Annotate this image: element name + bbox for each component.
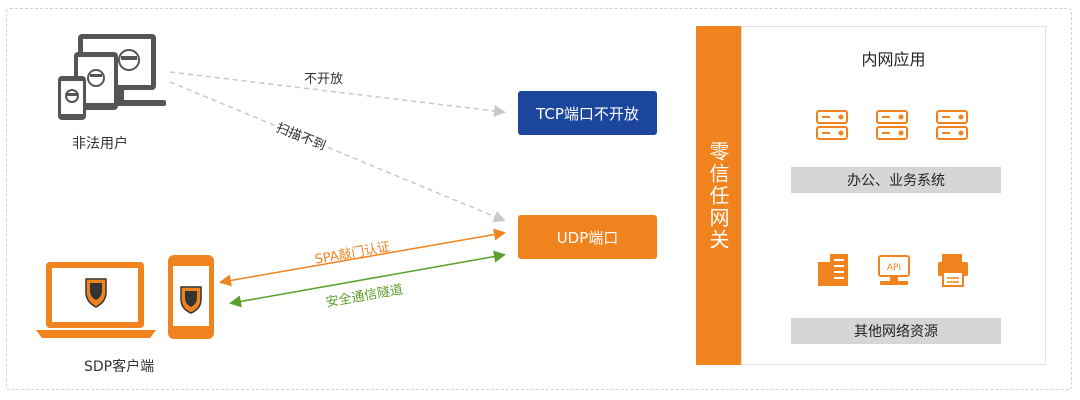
gateway-label: 零信任网关	[706, 140, 730, 251]
illegal-user-label: 非法用户	[72, 136, 128, 152]
internal-apps-panel	[741, 26, 1046, 365]
not-open-label: 不开放	[304, 72, 344, 87]
other-resources-bar: 其他网络资源	[791, 318, 1001, 344]
not-open-arrow	[169, 71, 506, 117]
office-systems-bar: 办公、业务系统	[791, 167, 1001, 193]
zero-trust-gateway: 零信任网关	[696, 26, 741, 365]
diagram-frame	[6, 8, 1072, 390]
sdp-client-label: SDP客户端	[84, 359, 155, 375]
api-icon: API	[878, 255, 910, 285]
printer-icon	[938, 254, 968, 287]
scan-fail-arrow	[169, 81, 506, 223]
api-icon-text: API	[887, 263, 901, 273]
server-icon	[876, 110, 908, 140]
internal-apps-title: 内网应用	[861, 50, 926, 69]
building-icon	[818, 254, 848, 286]
tcp-port-box: TCP端口不开放	[518, 91, 657, 135]
secure-tunnel-arrow	[229, 250, 506, 308]
server-icon	[816, 110, 848, 140]
server-icon	[936, 110, 968, 140]
udp-port-box: UDP端口	[518, 215, 657, 259]
